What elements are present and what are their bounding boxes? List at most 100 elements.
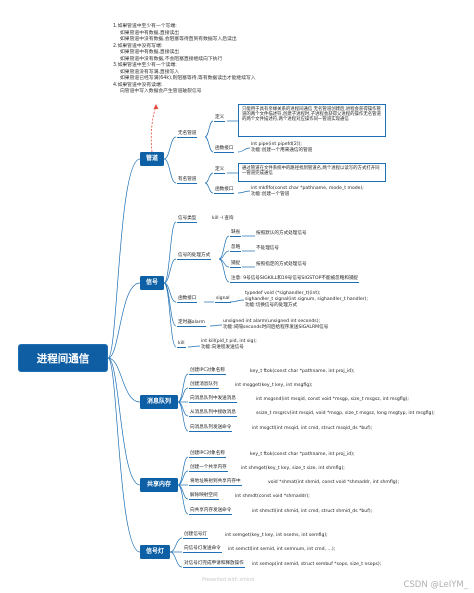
csdn-watermark: CSDN @LeIYM_ xyxy=(403,580,468,590)
pipe-rules-note: 1.如果管道中至少有一个写端: 如果管道中有数据,直接读出 如果管道中没有数据,… xyxy=(113,24,256,96)
handle-to-ignore-link xyxy=(218,250,230,260)
anon-to-def-link xyxy=(204,120,214,138)
root-to-pipe-link xyxy=(107,158,141,359)
handle-to-default-link xyxy=(218,235,230,260)
signal-func-line: sighandler_t signal(int signum, sighandl… xyxy=(245,297,368,302)
shm-item-value: key_t ftok(const char *pathname, int pro… xyxy=(250,452,355,457)
named-to-api-link xyxy=(204,182,214,194)
anon-api-line: 功能:创建一个用来通信的管道 xyxy=(251,148,313,153)
alarm-to-text-link xyxy=(209,324,223,327)
sem-item-value: int semctl(int semid, int semnum, int cm… xyxy=(228,547,336,552)
node-named-pipe[interactable]: 有名管道 xyxy=(177,177,198,184)
msg-item-value: int msgctl(int msqid, int cmd, struct ms… xyxy=(252,426,373,431)
msg-item-value: int msgsnd(int msqid, const void *msgp, … xyxy=(256,397,409,402)
node-signal-handle[interactable]: 信号的处理方式 xyxy=(177,253,212,260)
anon-def-box: 只能用于具有亲缘关系的进程间通信 无名管道创建后,进程会获得操作管道的两个文件描… xyxy=(238,104,386,137)
node-signal-kill[interactable]: kill xyxy=(177,341,186,348)
shm-to-item4-link xyxy=(177,484,189,500)
topic-shared-memory[interactable]: 共享内存 xyxy=(140,478,178,492)
node-handle-ignore[interactable]: 忽略 xyxy=(230,245,242,252)
node-msg-item[interactable]: 从消息队列中接收消息 xyxy=(189,410,237,417)
node-anon-def[interactable]: 定义 xyxy=(214,115,226,122)
note-line: 如果管道中没有数据,不会阻塞直接继续向下执行 xyxy=(120,56,223,62)
sem-item-value: int semop(int semid, struct sembuf *sops… xyxy=(252,562,382,567)
node-sem-item[interactable]: 创建信号灯 xyxy=(183,532,208,539)
pipe-to-anon-link xyxy=(163,136,177,160)
note-line: 3.如果管道中至少有一个读端: xyxy=(113,63,177,68)
kill-to-text-link xyxy=(187,345,201,348)
node-handle-default[interactable]: 缺省 xyxy=(230,230,242,237)
signal-to-alarm-link xyxy=(163,282,177,327)
node-handle-note[interactable]: 注意: 9号信号SIGKILL和19号信号SIGSTOP不能被忽略和捕捉 xyxy=(230,276,360,283)
topic-msg-queue[interactable]: 消息队列 xyxy=(140,395,178,409)
alarm-line: 功能:间隔seconds时间后给程序发送SIGALRM信号 xyxy=(223,325,329,330)
note-line: 如果管道中没有数据,会阻塞等待直到有数据写入后读出 xyxy=(120,37,237,42)
node-anon-api[interactable]: 函数接口 xyxy=(214,146,235,153)
pipe-to-named-link xyxy=(163,158,177,184)
node-shm-item[interactable]: 向共享内存发送命令 xyxy=(189,508,233,515)
root-topic[interactable]: 进程间通信 xyxy=(18,344,108,372)
note-line: 如果管道没有写满,直接写入 xyxy=(120,69,180,75)
node-signal-func-name[interactable]: signal xyxy=(215,296,231,303)
node-sem-item[interactable]: 向信号灯发送命令 xyxy=(183,546,222,553)
named-api-line: 功能:创建一个管道 xyxy=(251,192,290,197)
topic-signal[interactable]: 信号 xyxy=(140,276,164,290)
node-signal-alarm[interactable]: 定时器alarm xyxy=(177,320,206,327)
named-def-box: 通过管道在文件系统中的路径找到管道名,两个进程以读写的方式打开同一管道完成通信 xyxy=(238,163,386,182)
note-line: 向管道中写入数据会产生管道破裂信号 xyxy=(120,89,202,94)
note-line: 2.如果管道中没有写端: xyxy=(113,43,163,49)
node-msg-item[interactable]: 创建IPC对象名称 xyxy=(189,368,226,375)
shm-to-item2-link xyxy=(177,470,189,486)
note-line: 如果管道中有数据,直接读出 xyxy=(120,30,180,36)
topic-semaphore[interactable]: 信号灯 xyxy=(140,545,170,559)
node-named-def[interactable]: 定义 xyxy=(214,167,226,174)
anon-api-line: int pipe(int pipefd[2]); xyxy=(251,142,302,147)
anon-api-to-text-link xyxy=(237,147,251,153)
signal-to-type-link xyxy=(163,221,177,284)
node-msg-item[interactable]: 创建消息队列 xyxy=(189,382,219,389)
note-line: 如果管道中有数据,直接读出 xyxy=(120,50,180,55)
anon-to-api-link xyxy=(204,136,214,153)
node-sem-item[interactable]: 对信号灯完成申请和释放操作 xyxy=(183,561,245,568)
topic-pipe[interactable]: 管道 xyxy=(140,152,164,166)
shm-item-value: int shmdt(const void *shmaddr); xyxy=(235,494,310,499)
handle-default-desc: 按照默认的方式处理信号 xyxy=(256,231,307,236)
node-shm-item[interactable]: 创建IPC对象名称 xyxy=(189,451,226,458)
signal-func-line: 功能:切换信号的处理方式 xyxy=(245,303,298,308)
alarm-line: unsigned int alarm(unsigned int seconds)… xyxy=(223,319,321,324)
kill-line: 功能:向进程发送信号 xyxy=(201,345,244,350)
msg-to-item5-link xyxy=(177,401,189,432)
note-relation-dashed-link xyxy=(150,105,157,153)
named-api-line: int mkfifo(const char *pathname, mode_t … xyxy=(251,186,364,191)
node-shm-item[interactable]: 解除映射空间 xyxy=(189,493,219,500)
named-api-to-text-link xyxy=(237,190,251,194)
signal-type-value: kill -l 查询 xyxy=(212,216,234,221)
node-handle-catch[interactable]: 捕捉 xyxy=(230,261,242,268)
root-to-signal-link xyxy=(107,282,141,359)
node-anon-pipe[interactable]: 无名管道 xyxy=(177,131,198,138)
handle-ignore-desc: 不处理信号 xyxy=(256,246,279,251)
msg-item-value: ssize_t msgrcv(int msqid, void *msgp, si… xyxy=(256,411,435,416)
sem-item-value: int semget(key_t key, int nsems, int sem… xyxy=(225,533,328,538)
shm-item-value: int shmctl(int shmid, int cmd, struct sh… xyxy=(252,509,373,514)
signal-func-line: typedef void (*sighandler_t)(int); xyxy=(245,291,321,296)
node-signal-func[interactable]: 函数接口 xyxy=(177,296,198,303)
shm-to-item1-link xyxy=(177,456,189,486)
node-named-api[interactable]: 函数接口 xyxy=(214,187,235,194)
root-to-msg-link xyxy=(107,357,141,403)
shm-to-item5-link xyxy=(177,484,189,515)
sem-to-item1-link xyxy=(169,537,183,553)
msg-to-item2-link xyxy=(177,387,189,403)
node-shm-item[interactable]: 将地址映射到共享内存中 xyxy=(189,479,242,486)
node-msg-item[interactable]: 向消息队列中发送消息 xyxy=(189,396,237,403)
signal-to-kill-link xyxy=(163,282,177,348)
msg-to-item4-link xyxy=(177,401,189,417)
msg-to-item1-link xyxy=(177,373,189,403)
handle-catch-desc: 按照指定的方式处理信号 xyxy=(256,262,307,267)
handle-to-note-link xyxy=(218,258,230,283)
root-to-sem-link xyxy=(107,357,141,553)
node-msg-item[interactable]: 向消息队列发送命令 xyxy=(189,425,233,432)
node-shm-item[interactable]: 创建一个共享内存 xyxy=(189,465,228,472)
node-signal-type[interactable]: 信号类型 xyxy=(177,216,198,223)
